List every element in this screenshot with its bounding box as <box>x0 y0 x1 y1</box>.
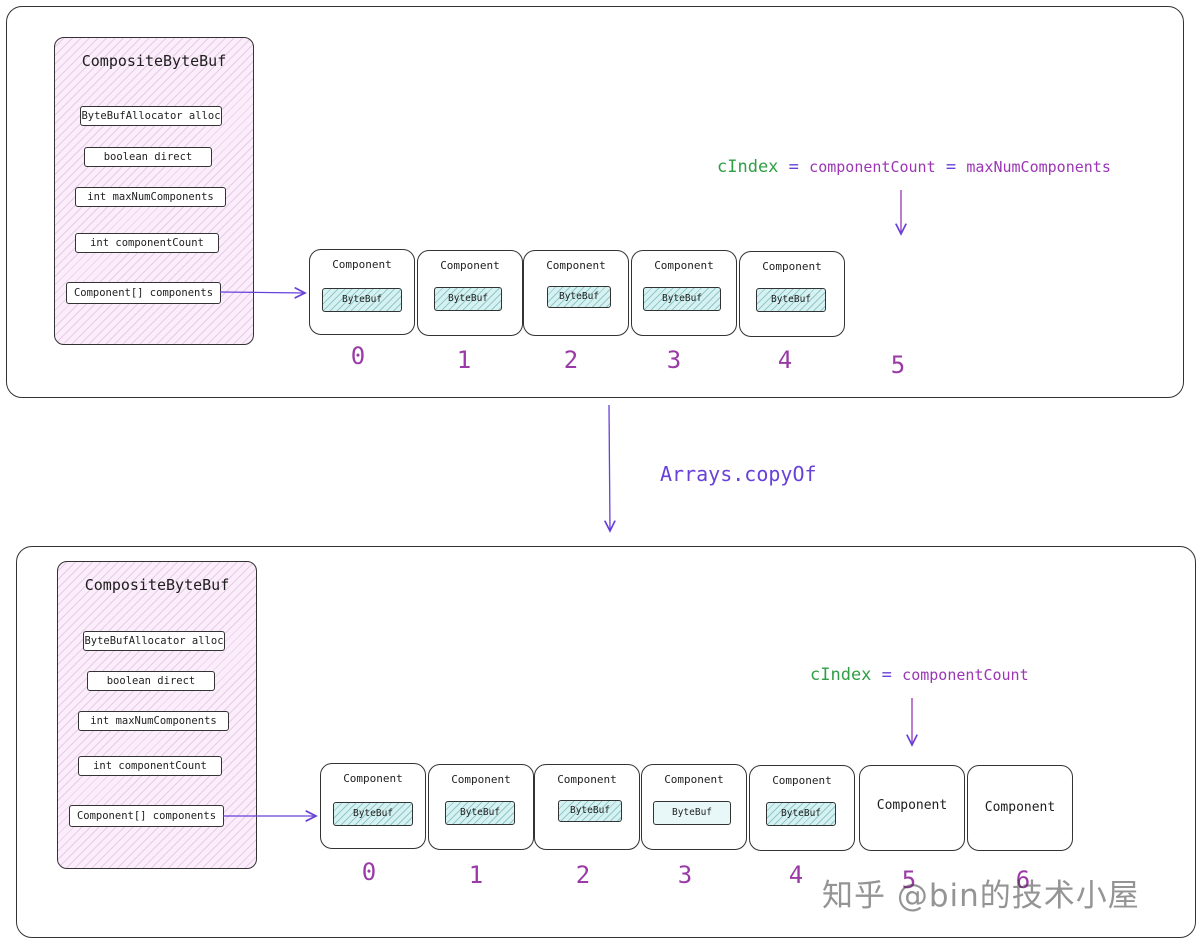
bytebuf: ByteBuf <box>643 287 721 311</box>
bottom-component-5: Component <box>859 765 965 851</box>
bottom-component-2: Component ByteBuf <box>534 764 640 850</box>
top-field-alloc: ByteBufAllocator alloc <box>80 106 222 126</box>
component-label: Component <box>664 773 724 786</box>
top-component-4: Component ByteBuf <box>739 251 845 337</box>
top-field-component-count: int componentCount <box>75 233 219 253</box>
top-index-4: 4 <box>777 346 793 374</box>
bytebuf: ByteBuf <box>766 802 836 826</box>
equals-sign: = <box>945 157 957 177</box>
bottom-field-direct: boolean direct <box>87 671 215 691</box>
bottom-component-3: Component ByteBuf <box>641 764 747 850</box>
top-index-2: 2 <box>563 346 579 374</box>
bottom-field-max-num-components: int maxNumComponents <box>78 711 229 731</box>
top-index-5: 5 <box>890 351 906 379</box>
top-cindex-expression: cIndex = componentCount = maxNumComponen… <box>717 157 1111 177</box>
bottom-index-5: 5 <box>901 866 917 894</box>
top-component-1: Component ByteBuf <box>417 250 523 336</box>
component-label: Component <box>451 773 511 786</box>
component-count-label: componentCount <box>809 158 936 176</box>
equals-sign: = <box>788 157 799 177</box>
top-index-0: 0 <box>350 342 366 370</box>
bytebuf: ByteBuf <box>322 288 402 312</box>
bytebuf: ByteBuf <box>653 801 731 825</box>
bytebuf: ByteBuf <box>434 287 502 311</box>
bottom-component-4: Component ByteBuf <box>749 765 855 851</box>
component-count-label: componentCount <box>902 666 1029 684</box>
top-component-3: Component ByteBuf <box>631 250 737 336</box>
bottom-cindex-expression: cIndex = componentCount <box>810 665 1029 685</box>
top-field-components-array: Component[] components <box>66 282 221 304</box>
component-label: Component <box>762 260 822 273</box>
top-component-2: Component ByteBuf <box>523 250 629 336</box>
bottom-component-0: Component ByteBuf <box>320 763 426 849</box>
component-label: Component <box>546 259 606 272</box>
component-label: Component <box>557 773 617 786</box>
top-field-max-num-components: int maxNumComponents <box>75 187 226 207</box>
bottom-struct-title: CompositeByteBuf <box>84 576 230 594</box>
bottom-index-1: 1 <box>468 861 484 889</box>
top-struct-title: CompositeByteBuf <box>81 52 227 70</box>
top-components-pointer-arrow <box>219 292 305 293</box>
bottom-index-2: 2 <box>575 861 591 889</box>
cindex-label: cIndex <box>717 157 779 177</box>
top-index-3: 3 <box>666 346 682 374</box>
bytebuf: ByteBuf <box>547 286 611 308</box>
bottom-component-6: Component <box>967 765 1073 851</box>
bottom-index-3: 3 <box>677 861 693 889</box>
bytebuf: ByteBuf <box>756 288 826 312</box>
bytebuf: ByteBuf <box>445 801 515 825</box>
component-label: Component <box>984 800 1056 815</box>
max-num-components-label: maxNumComponents <box>966 158 1111 176</box>
bottom-field-components-array: Component[] components <box>69 805 224 827</box>
zhihu-watermark: 知乎 @bin的技术小屋 <box>822 878 1140 914</box>
equals-sign: = <box>881 665 892 685</box>
top-field-direct: boolean direct <box>84 147 212 167</box>
bottom-component-1: Component ByteBuf <box>428 764 534 850</box>
component-label: Component <box>654 259 714 272</box>
component-label: Component <box>332 258 392 271</box>
component-label: Component <box>876 798 948 813</box>
copyof-arrow <box>609 404 610 531</box>
cindex-label: cIndex <box>810 665 872 685</box>
bottom-index-6: 6 <box>1015 866 1031 894</box>
bytebuf: ByteBuf <box>558 800 622 822</box>
bottom-field-component-count: int componentCount <box>78 756 222 776</box>
bytebuf: ByteBuf <box>333 802 413 826</box>
bottom-index-0: 0 <box>361 858 377 886</box>
component-label: Component <box>440 259 500 272</box>
top-index-1: 1 <box>456 346 472 374</box>
component-label: Component <box>343 772 403 785</box>
arrays-copyof-label: Arrays.copyOf <box>660 462 817 486</box>
component-label: Component <box>772 774 832 787</box>
bottom-index-4: 4 <box>788 861 804 889</box>
top-component-0: Component ByteBuf <box>309 249 415 335</box>
bottom-field-alloc: ByteBufAllocator alloc <box>83 631 225 651</box>
